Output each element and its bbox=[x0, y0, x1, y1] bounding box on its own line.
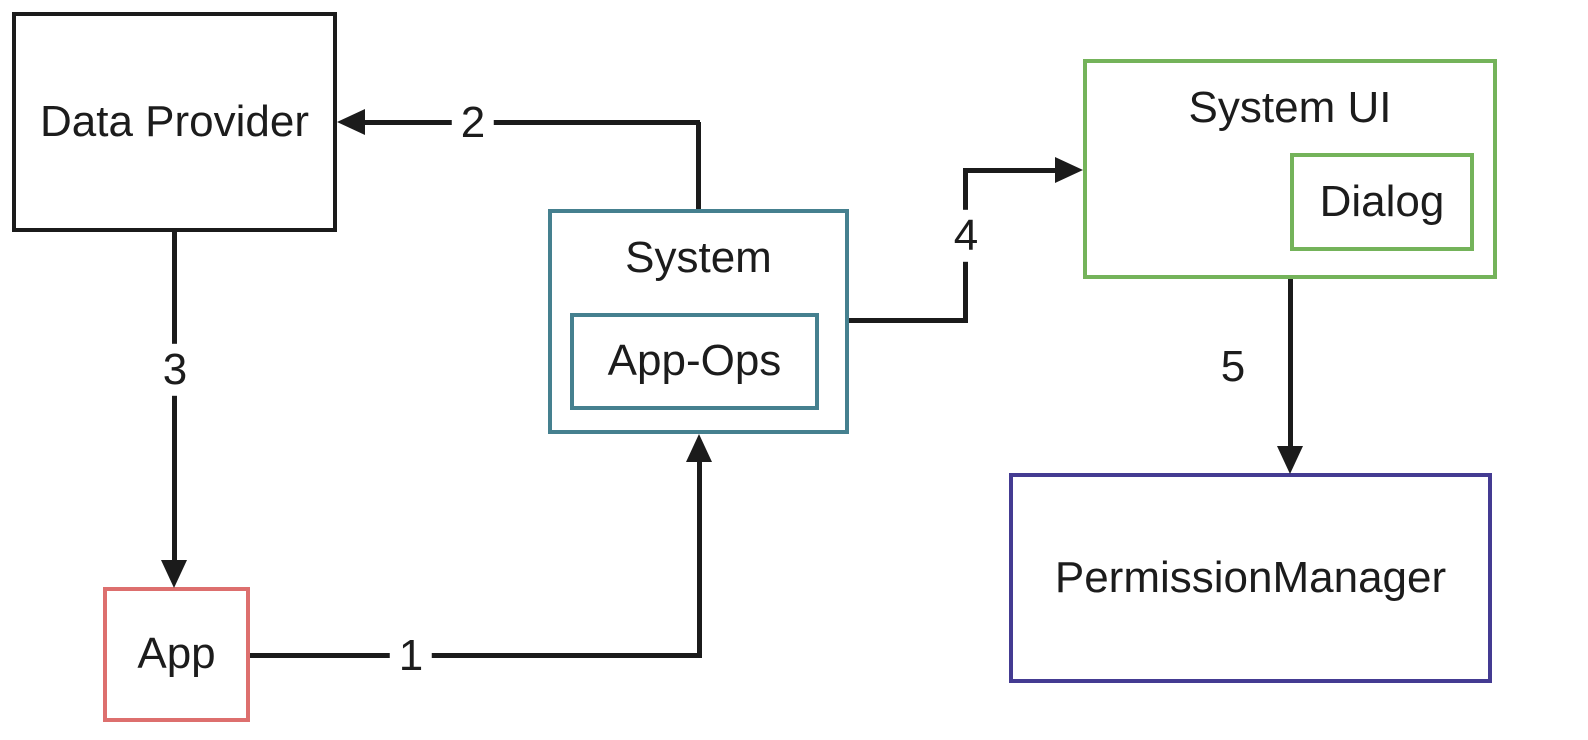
node-dialog-label: Dialog bbox=[1319, 176, 1445, 226]
edge-5-label: 5 bbox=[1211, 340, 1255, 394]
edge-4-arrowhead-right-icon bbox=[1055, 157, 1083, 183]
node-app-ops-label: App-Ops bbox=[607, 336, 782, 386]
edge-1-label: 1 bbox=[389, 629, 433, 683]
edge-2-vertical-line bbox=[696, 122, 701, 209]
edge-4-lower-horizontal-line bbox=[849, 318, 967, 323]
edge-5-arrowhead-down-icon bbox=[1277, 446, 1303, 474]
node-data-provider: Data Provider bbox=[12, 12, 337, 232]
node-app-ops: App-Ops bbox=[570, 313, 819, 410]
edge-4-upper-horizontal-line bbox=[963, 168, 1059, 173]
edge-3-arrowhead-down-icon bbox=[161, 560, 187, 588]
edge-4-label: 4 bbox=[944, 209, 988, 263]
node-permission-manager-label: PermissionManager bbox=[1054, 552, 1447, 602]
node-dialog: Dialog bbox=[1290, 153, 1474, 251]
edge-1-arrowhead-up-icon bbox=[686, 434, 712, 462]
node-app-label: App bbox=[137, 629, 216, 679]
node-permission-manager: PermissionManager bbox=[1009, 473, 1492, 683]
node-system-ui-label: System UI bbox=[1188, 83, 1392, 132]
edge-1-vertical-line bbox=[697, 460, 702, 658]
edge-3-label: 3 bbox=[153, 343, 197, 397]
edge-2-label: 2 bbox=[451, 96, 495, 150]
node-system-label: System bbox=[625, 233, 772, 282]
node-app: App bbox=[103, 587, 250, 722]
edge-1-horizontal-line bbox=[250, 653, 702, 658]
edge-5-vertical-line bbox=[1288, 279, 1293, 449]
edge-2-horizontal-line bbox=[360, 120, 700, 125]
node-system: System App-Ops bbox=[548, 209, 849, 434]
node-system-ui: System UI Dialog bbox=[1083, 59, 1497, 279]
edge-2-arrowhead-left-icon bbox=[337, 109, 365, 135]
node-data-provider-label: Data Provider bbox=[39, 96, 309, 146]
edge-3-vertical-line bbox=[172, 232, 177, 562]
